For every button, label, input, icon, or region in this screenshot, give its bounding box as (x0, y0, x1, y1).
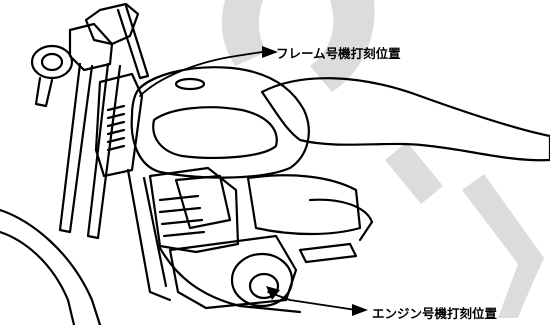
frame-arrowhead (262, 46, 278, 58)
frame-rail (142, 176, 168, 288)
engine-cover-inner (248, 272, 280, 300)
frame-neck (94, 72, 144, 178)
watermark-o-arc (310, 0, 375, 92)
exhaust-pipe (158, 246, 302, 314)
engine-fins (158, 194, 206, 238)
fuel-tank-highlight (152, 106, 278, 159)
engine-callout-arrowhead-tip (266, 286, 280, 300)
footrest (298, 242, 358, 264)
handlebar (84, 2, 140, 46)
watermark-dash (385, 142, 443, 204)
engine-arrowhead (352, 304, 368, 316)
front-wheel (0, 208, 102, 325)
mirror-left-inner (40, 52, 64, 72)
front-wheel-inner (0, 230, 76, 325)
seat (260, 77, 550, 162)
front-fork-left (58, 62, 94, 234)
steering-stem (116, 4, 150, 80)
fuel-cap (174, 77, 206, 91)
frame-number-marker (139, 51, 263, 97)
down-tube (126, 168, 172, 302)
watermark-g-arc (221, 0, 267, 66)
engine-cover (230, 252, 294, 308)
front-fork-right (86, 62, 122, 240)
side-cover (246, 174, 362, 236)
lever (34, 76, 54, 108)
crankcase (168, 234, 298, 310)
mirror-left (30, 44, 74, 80)
watermark (221, 0, 544, 318)
engine-cylinder (148, 166, 240, 254)
watermark-j (462, 174, 544, 318)
engine-head (174, 174, 232, 230)
neck-coil (106, 104, 126, 152)
engine-number-location-label: エンジン号機打刻位置 (372, 306, 498, 321)
frame-number-location-label: フレーム号機打刻位置 (276, 46, 401, 61)
fuel-tank (130, 66, 310, 179)
side-cover-lower (308, 198, 374, 242)
